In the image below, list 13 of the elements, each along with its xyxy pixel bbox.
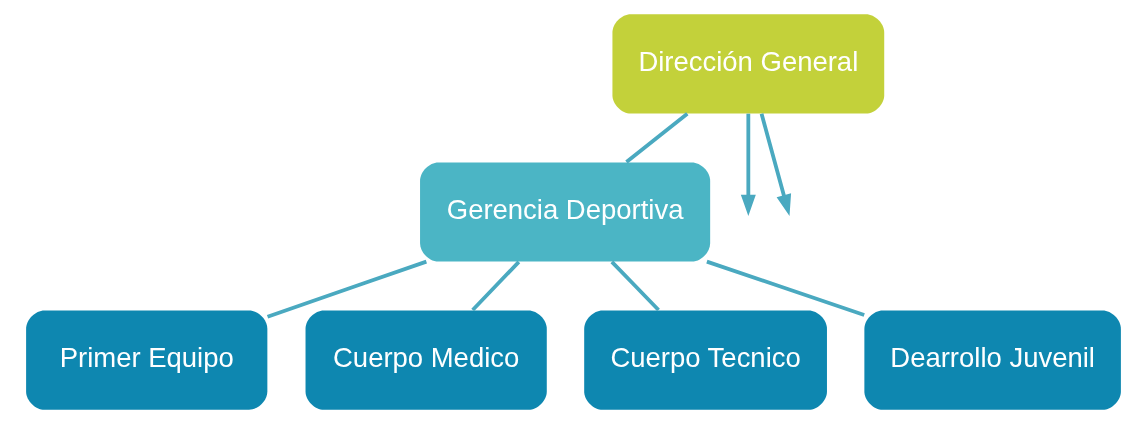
connector	[610, 260, 660, 312]
arrow	[759, 113, 791, 216]
node-box: Cuerpo Medico	[305, 310, 547, 410]
node-box: Dearrollo Juvenil	[863, 310, 1121, 410]
connector	[266, 259, 427, 319]
node-box: Dirección General	[611, 14, 884, 114]
connector	[470, 260, 520, 312]
connector	[705, 259, 865, 317]
connector	[624, 112, 688, 164]
node-box: Primer Equipo	[25, 310, 267, 410]
node-box: Gerencia Deportiva	[419, 162, 710, 262]
arrow	[740, 113, 756, 217]
node-box: Cuerpo Tecnico	[583, 310, 827, 410]
